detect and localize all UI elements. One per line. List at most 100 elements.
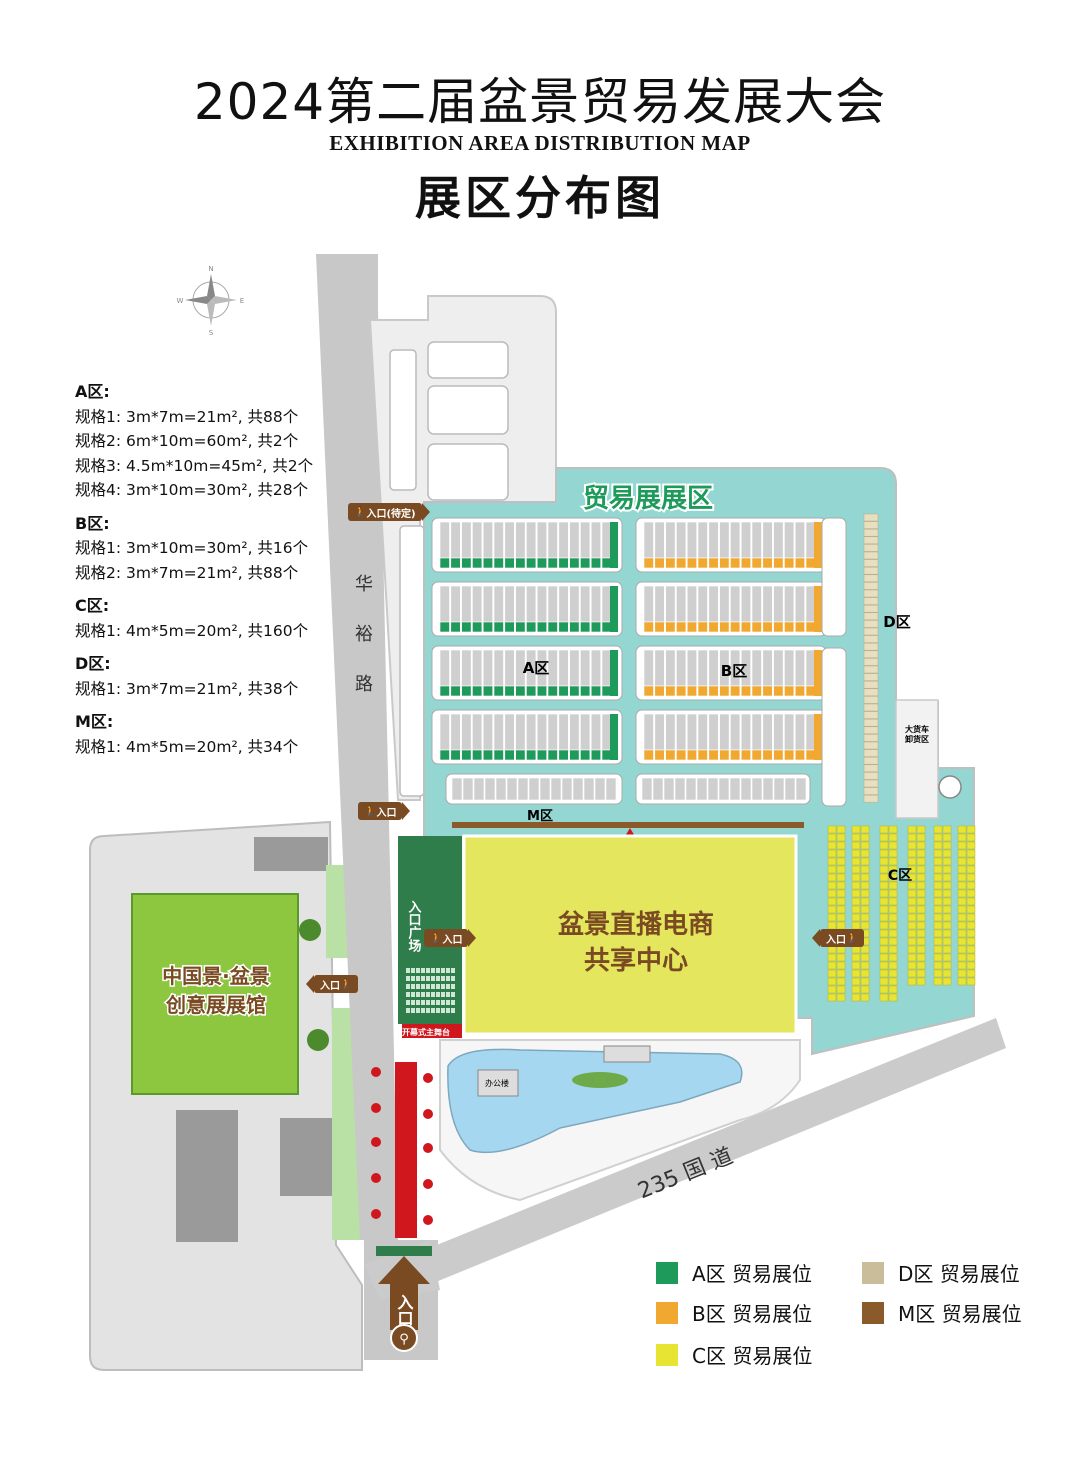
c-booth bbox=[860, 953, 870, 962]
c-booth bbox=[957, 945, 967, 954]
entry-tag-pavilion: 入口🚶 bbox=[305, 975, 359, 993]
booth bbox=[472, 649, 483, 687]
spec-zone-heading: M区: bbox=[75, 712, 114, 731]
c-booth bbox=[860, 985, 870, 994]
seat bbox=[411, 968, 415, 973]
c-booth bbox=[957, 937, 967, 946]
booth bbox=[773, 521, 784, 559]
booth bbox=[536, 585, 548, 623]
booth bbox=[697, 649, 708, 687]
seat bbox=[446, 1000, 450, 1005]
booth bbox=[794, 713, 806, 751]
booth bbox=[536, 521, 548, 559]
c-booth bbox=[827, 969, 837, 978]
booth bbox=[439, 713, 450, 751]
booth bbox=[504, 585, 515, 623]
booth bbox=[504, 685, 515, 697]
booth bbox=[676, 649, 687, 687]
booth-end bbox=[610, 650, 618, 696]
booth bbox=[558, 749, 569, 761]
c-booth bbox=[827, 985, 837, 994]
c-booth bbox=[966, 889, 976, 898]
c-booth bbox=[957, 897, 967, 906]
booth bbox=[504, 649, 515, 687]
c-booth bbox=[827, 913, 837, 922]
d-booth bbox=[863, 749, 879, 757]
booth bbox=[674, 777, 686, 801]
c-booth bbox=[907, 873, 917, 882]
booth bbox=[784, 649, 795, 687]
booth bbox=[515, 585, 526, 623]
seat bbox=[436, 984, 440, 989]
entrance-gate bbox=[376, 1246, 432, 1256]
booth bbox=[572, 777, 584, 801]
c-booth bbox=[836, 865, 846, 874]
d-booth bbox=[863, 513, 879, 522]
booth bbox=[590, 713, 602, 751]
compass-e: E bbox=[240, 297, 244, 305]
huayu-road bbox=[316, 254, 398, 1240]
seat bbox=[431, 976, 435, 981]
booth bbox=[580, 521, 591, 559]
booth bbox=[504, 621, 515, 633]
booth bbox=[751, 585, 762, 623]
booth bbox=[730, 749, 741, 761]
booth bbox=[676, 521, 687, 559]
huayu-char: 路 bbox=[355, 674, 373, 695]
booth bbox=[751, 621, 762, 633]
c-booth bbox=[957, 849, 967, 858]
booth bbox=[676, 749, 687, 761]
booth bbox=[590, 685, 602, 697]
d-booth bbox=[863, 794, 879, 803]
c-booth bbox=[827, 897, 837, 906]
booth bbox=[643, 621, 654, 633]
seat bbox=[406, 992, 410, 997]
booth bbox=[654, 749, 665, 761]
c-booth bbox=[851, 977, 861, 986]
booth bbox=[539, 777, 551, 801]
booth-end bbox=[610, 586, 618, 632]
booth bbox=[643, 749, 654, 761]
legend-item: M区 贸易展位 bbox=[862, 1298, 1022, 1327]
truck-area-label: 大货车卸货区 bbox=[905, 724, 929, 744]
c-booth bbox=[888, 897, 898, 906]
c-booth bbox=[879, 945, 889, 954]
booth bbox=[547, 557, 558, 569]
c-booth bbox=[966, 881, 976, 890]
booth bbox=[450, 749, 461, 761]
c-booth bbox=[879, 881, 889, 890]
booth bbox=[450, 521, 461, 559]
booth bbox=[569, 713, 580, 751]
building-block bbox=[280, 1118, 336, 1196]
c-booth bbox=[942, 929, 952, 938]
booth bbox=[580, 685, 591, 697]
c-booth bbox=[879, 961, 889, 970]
zone-a-label: A区 bbox=[523, 659, 550, 677]
seat bbox=[421, 992, 425, 997]
booth bbox=[493, 621, 504, 633]
compass-w: W bbox=[177, 297, 184, 305]
booth bbox=[504, 521, 515, 559]
booth bbox=[493, 713, 504, 751]
booth bbox=[730, 621, 741, 633]
live-commerce-center bbox=[462, 834, 798, 1036]
booth bbox=[773, 713, 784, 751]
booth bbox=[740, 621, 752, 633]
office-label: 办公楼 bbox=[485, 1078, 509, 1088]
c-booth bbox=[860, 881, 870, 890]
booth bbox=[686, 585, 698, 623]
d-booth bbox=[863, 620, 879, 628]
c-booth bbox=[888, 977, 898, 986]
booth bbox=[439, 621, 450, 633]
c-booth bbox=[836, 841, 846, 850]
seat bbox=[416, 1008, 420, 1013]
c-booth bbox=[879, 833, 889, 842]
seat bbox=[436, 1000, 440, 1005]
c-booth bbox=[916, 873, 926, 882]
booth bbox=[482, 521, 494, 559]
c-booth bbox=[916, 937, 926, 946]
c-booth bbox=[836, 905, 846, 914]
d-booth bbox=[863, 589, 879, 598]
c-booth bbox=[933, 913, 943, 922]
booth bbox=[482, 749, 494, 761]
